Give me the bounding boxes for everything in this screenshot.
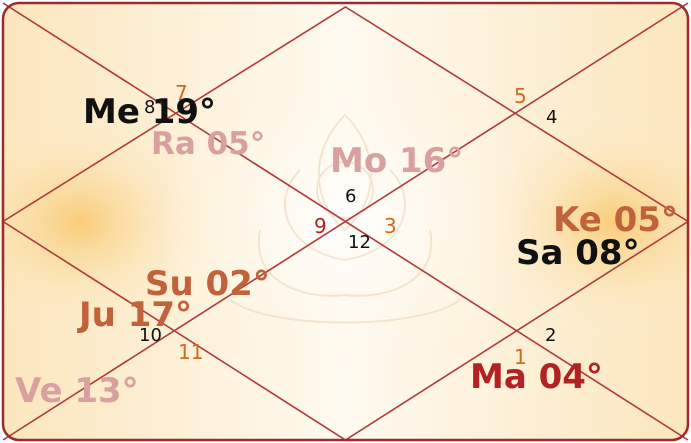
house-number-5: 5 xyxy=(514,86,527,106)
planet-mercury: Me 19° xyxy=(83,95,216,129)
house-number-9: 9 xyxy=(314,216,327,236)
planet-mars: Ma 04° xyxy=(470,360,603,394)
planet-jupiter: Ju 17° xyxy=(79,298,192,332)
house-number-3: 3 xyxy=(384,216,397,236)
planet-venus: Ve 13° xyxy=(15,374,139,408)
planet-rahu: Ra 05° xyxy=(151,129,265,160)
house-number-12: 12 xyxy=(348,234,371,252)
house-number-2: 2 xyxy=(545,327,556,345)
planet-ketu: Ke 05° xyxy=(553,203,678,237)
house-number-11: 11 xyxy=(178,342,203,362)
house-number-4: 4 xyxy=(546,109,557,127)
planet-moon: Mo 16° xyxy=(330,144,463,178)
planet-saturn: Sa 08° xyxy=(516,236,640,270)
house-number-6: 6 xyxy=(345,188,356,206)
